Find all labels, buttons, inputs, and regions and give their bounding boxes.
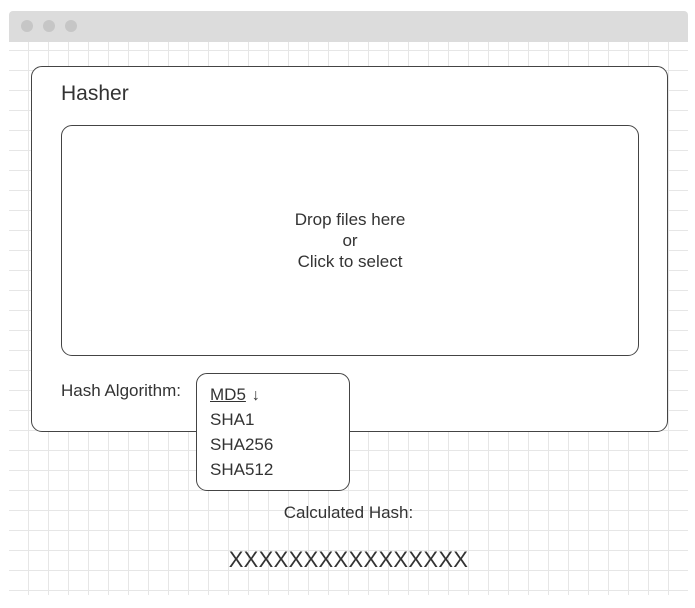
window-maximize-dot-icon[interactable] — [65, 20, 77, 32]
dropzone-line-or: or — [342, 231, 358, 250]
browser-window: Hasher Drop files here or Click to selec… — [9, 11, 688, 595]
calculated-hash-label: Calculated Hash: — [283, 503, 414, 522]
app-title: Hasher — [61, 82, 129, 105]
algorithm-option-sha1[interactable]: SHA1 — [210, 410, 255, 429]
hash-algorithm-label: Hash Algorithm: — [61, 381, 181, 400]
selected-algorithm: MD5 — [210, 385, 246, 404]
algorithm-option-sha256[interactable]: SHA256 — [210, 435, 274, 454]
algorithm-option-sha512[interactable]: SHA512 — [210, 460, 274, 479]
arrow-down-icon: ↓ — [251, 387, 260, 404]
window-minimize-dot-icon[interactable] — [43, 20, 55, 32]
hash-algorithm-dropdown[interactable]: MD5 ↓ SHA1 SHA256 SHA512 — [196, 373, 350, 491]
hasher-panel: Hasher Drop files here or Click to selec… — [31, 66, 668, 432]
dropzone-line-drop: Drop files here — [294, 210, 406, 229]
algorithm-option-md5[interactable]: MD5 ↓ — [197, 382, 349, 407]
dropzone-line-click: Click to select — [297, 252, 403, 271]
window-close-dot-icon[interactable] — [21, 20, 33, 32]
calculated-hash-value: XXXXXXXXXXXXXXXX — [228, 547, 469, 572]
file-dropzone[interactable]: Drop files here or Click to select — [61, 125, 639, 356]
window-titlebar — [9, 11, 688, 42]
